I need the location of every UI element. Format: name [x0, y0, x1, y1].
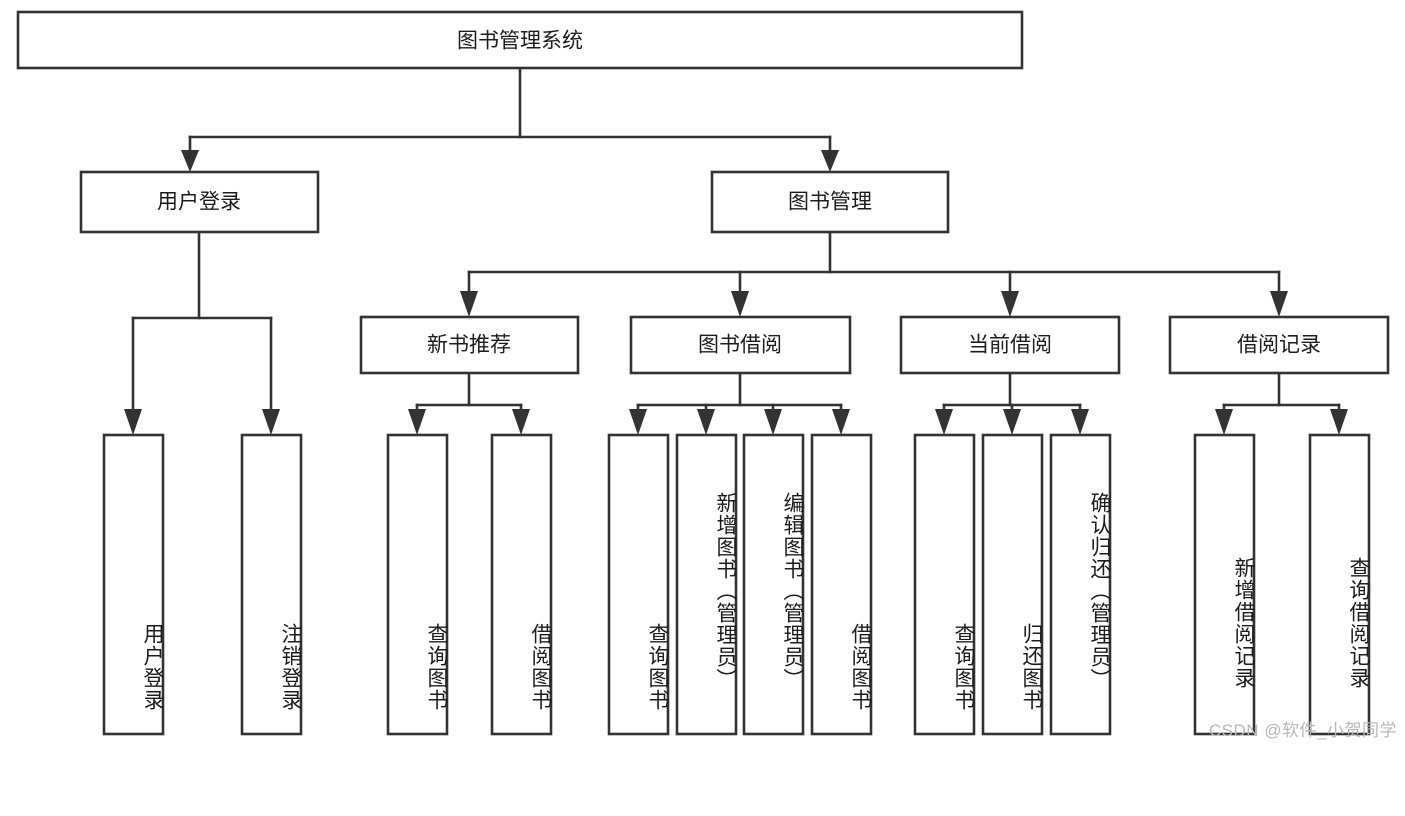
node-book-borrow-label: 图书借阅	[698, 334, 782, 357]
watermark-text: CSDN @软件_小贺同学	[1208, 721, 1397, 740]
node-new-book-recommend-label: 新书推荐	[427, 334, 511, 357]
node-leaf-return-book-box[interactable]	[981, 433, 1044, 736]
arrowhead-leaf-query-record	[1330, 409, 1348, 435]
diagram-canvas: 图书管理系统 用户登录 图书管理 新书推荐 图书借阅 当前借阅 借阅记录	[16, 10, 1390, 736]
arrowhead-borrow-record	[1270, 291, 1288, 317]
node-leaf-add-record-box[interactable]	[1193, 433, 1256, 736]
node-user-login-label: 用户登录	[157, 191, 241, 214]
arrowhead-user-login	[181, 150, 199, 172]
node-book-management-label: 图书管理	[788, 191, 872, 214]
arrowhead-leaf-add-book	[697, 409, 715, 435]
node-leaf-edit-book-box[interactable]	[742, 433, 805, 736]
arrowhead-leaf-query-book-3	[935, 409, 953, 435]
arrowhead-new-book-recommend	[460, 291, 478, 317]
node-root-label: 图书管理系统	[457, 30, 583, 53]
connector-group	[124, 66, 1348, 435]
arrowhead-leaf-query-book-1	[408, 409, 426, 435]
node-borrow-record-box[interactable]	[1168, 315, 1390, 375]
arrowhead-leaf-query-book-2	[629, 409, 647, 435]
arrowhead-leaf-borrow-book-2	[832, 409, 850, 435]
node-leaf-confirm-return-box[interactable]	[1049, 433, 1112, 736]
arrowhead-book-management	[821, 150, 839, 172]
node-leaf-query-book-3-box[interactable]	[913, 433, 976, 736]
node-leaf-user-logout-box[interactable]	[240, 433, 303, 736]
arrowhead-leaf-user-logout	[262, 409, 280, 435]
node-current-borrow-box[interactable]	[899, 315, 1121, 375]
org-chart-diagram: 图书管理系统 用户登录 图书管理 新书推荐 图书借阅 当前借阅 借阅记录	[16, 10, 1397, 740]
arrowhead-leaf-add-record	[1215, 409, 1233, 435]
node-leaf-query-record-box[interactable]	[1308, 433, 1371, 736]
node-leaf-query-book-2-box[interactable]	[607, 433, 670, 736]
node-current-borrow-label: 当前借阅	[968, 334, 1052, 357]
node-leaf-user-login-box[interactable]	[102, 433, 165, 736]
node-root-box[interactable]	[16, 10, 1024, 70]
node-borrow-record-label: 借阅记录	[1237, 334, 1321, 357]
node-group: 图书管理系统 用户登录 图书管理 新书推荐 图书借阅 当前借阅 借阅记录	[16, 10, 1390, 736]
arrowhead-leaf-return-book	[1003, 409, 1021, 435]
arrowhead-leaf-borrow-book-1	[512, 409, 530, 435]
arrowhead-book-borrow	[731, 291, 749, 317]
node-book-management-box[interactable]	[710, 170, 950, 234]
arrowhead-leaf-user-login	[124, 409, 142, 435]
arrowhead-leaf-confirm-return	[1071, 409, 1089, 435]
node-leaf-borrow-book-2-box[interactable]	[810, 433, 873, 736]
node-leaf-add-book-box[interactable]	[675, 433, 738, 736]
node-user-login-box[interactable]	[79, 170, 320, 234]
node-leaf-borrow-book-1-box[interactable]	[490, 433, 553, 736]
arrowhead-current-borrow	[1001, 291, 1019, 317]
node-leaf-query-book-1-box[interactable]	[386, 433, 449, 736]
arrowhead-leaf-edit-book	[764, 409, 782, 435]
node-book-borrow-box[interactable]	[629, 315, 852, 375]
node-new-book-recommend-box[interactable]	[359, 315, 580, 375]
